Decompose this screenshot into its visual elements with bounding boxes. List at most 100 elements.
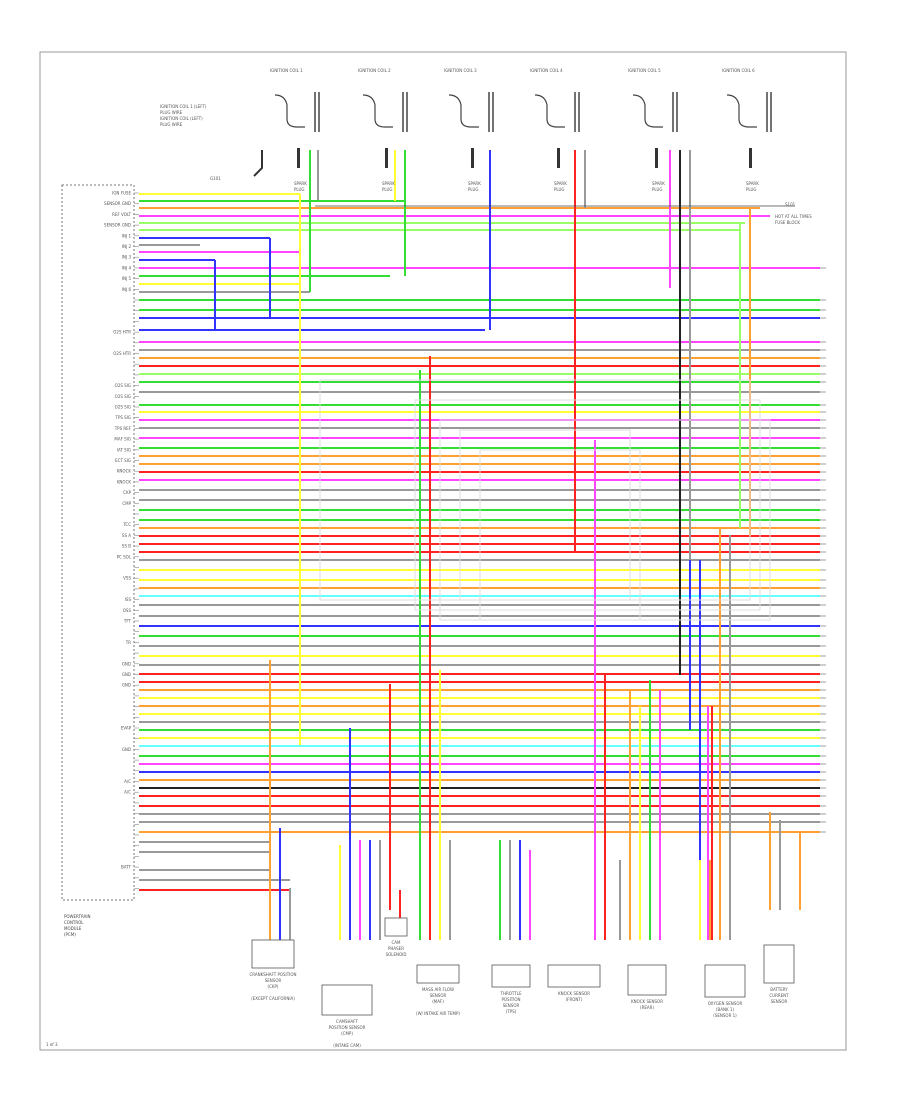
component-label: SENSOR	[430, 993, 447, 998]
ecu-pin-label: O2S SIG	[115, 383, 131, 388]
ecu-pin-label: ECT SIG	[115, 458, 131, 463]
ecu-pin-label: GND	[122, 683, 131, 688]
component-label: (REAR)	[640, 1005, 654, 1010]
ecu-pin-label: SENSOR GND	[104, 201, 131, 206]
component-label: (TPS)	[506, 1009, 517, 1014]
ecu-pin-label: REF VOLT	[112, 212, 131, 217]
ecu-pin-label: O2S SIG	[115, 405, 131, 410]
component-box	[491, 964, 531, 988]
coil-side-note-4: PLUG WIRE	[160, 122, 183, 127]
component-label: CAM	[392, 940, 402, 945]
spark-plug-label: PLUG	[652, 187, 662, 192]
component-label: (SENSOR 1)	[713, 1013, 737, 1018]
ecu-pin-label: KNOCK	[117, 479, 132, 484]
coil-title: IGNITION COIL 5	[628, 68, 661, 73]
component-label: CAMSHAFT	[336, 1019, 358, 1024]
coil-title: IGNITION COIL 4	[530, 68, 563, 73]
component-label: POSITION SENSOR	[329, 1025, 366, 1030]
ecu-pin-label: TFT	[123, 619, 132, 624]
spark-plug	[297, 148, 300, 168]
ecu-pin-label: IAT SIG	[117, 447, 131, 452]
ecu-pin-label: ISS	[125, 597, 132, 602]
ground-note: G101	[210, 176, 221, 181]
ecu-pin-label: A/C	[124, 790, 131, 795]
harness-trace	[459, 429, 631, 601]
diagram-border	[39, 51, 847, 1051]
coil-winding	[632, 94, 663, 128]
coil-winding	[534, 94, 565, 128]
component-label: PHASER	[388, 946, 404, 951]
spark-plug-label: PLUG	[382, 187, 392, 192]
ecu-title-4: (PCM)	[64, 932, 76, 937]
component-label: SOLENOID	[386, 952, 407, 957]
ecu-pin-label: TPS REF	[114, 426, 132, 431]
spark-plug-label: SPARK	[652, 181, 665, 186]
harness-trace	[479, 449, 641, 621]
component-label: CURRENT	[769, 993, 789, 998]
ecu-pin-label: SS B	[122, 544, 131, 549]
spark-plug	[385, 148, 388, 168]
ecu-pin-label: INJ 5	[122, 276, 132, 281]
ecu-box	[61, 184, 135, 901]
coil-title: IGNITION COIL 2	[358, 68, 391, 73]
ecu-pin-label: TPS SIG	[115, 415, 131, 420]
coil-winding	[448, 94, 479, 128]
ecu-pin-label: SENSOR GND	[104, 223, 131, 228]
ecu-pin-label: OSS	[123, 608, 132, 613]
spark-plug-label: PLUG	[294, 187, 304, 192]
ecu-pin-label: PC SOL	[117, 554, 132, 559]
ecu-pin-label: KNOCK	[117, 469, 132, 474]
spark-plug-label: SPARK	[382, 181, 395, 186]
ecu-pin-label: O2S HTR	[113, 330, 131, 335]
ground-strap	[253, 150, 263, 177]
ecu-title-3: MODULE	[64, 926, 82, 931]
component-box	[547, 964, 601, 988]
component-box	[251, 939, 295, 969]
sensor-component: OXYGEN SENSOR(BANK 1)(SENSOR 1)	[704, 964, 746, 1018]
spark-plug-label: SPARK	[468, 181, 481, 186]
spark-plug-label: PLUG	[746, 187, 756, 192]
top-right-note-1: HOT AT ALL TIMES	[775, 214, 812, 219]
component-label: MASS AIR FLOW	[422, 987, 454, 992]
ecu-pin-label: GND	[122, 747, 131, 752]
ecu-pin-label: VSS	[123, 576, 131, 581]
ecu-pin-label: GND	[122, 672, 131, 677]
spark-plug	[557, 148, 560, 168]
coil-winding	[362, 94, 393, 128]
ecu-pin-label: SS A	[122, 533, 131, 538]
ecu-pin-label: INJ 1	[122, 233, 132, 238]
harness-trace	[414, 399, 761, 611]
component-label: SENSOR	[503, 1003, 520, 1008]
coil-title: IGNITION COIL 6	[722, 68, 755, 73]
ecu-pin-label: CKP	[123, 490, 131, 495]
ecu-pin-label: A/C	[124, 779, 131, 784]
ecu-pin-label: TR	[125, 640, 131, 645]
component-box	[384, 917, 408, 937]
component-label: KNOCK SENSOR	[558, 991, 590, 996]
ecu-title-2: CONTROL	[64, 920, 84, 925]
component-label: (MAF)	[432, 999, 444, 1004]
ecu-pin-label: O2S SIG	[115, 394, 131, 399]
ecu-pin-label: INJ 6	[122, 287, 132, 292]
component-label: (W/ INTAKE AIR TEMP)	[416, 1011, 460, 1016]
component-label: (BANK 1)	[716, 1007, 734, 1012]
coil-title: IGNITION COIL 3	[444, 68, 477, 73]
component-label: SENSOR	[265, 978, 282, 983]
component-box	[627, 964, 667, 996]
component-box	[704, 964, 746, 998]
spark-plug-label: PLUG	[468, 187, 478, 192]
spark-plug-label: PLUG	[554, 187, 564, 192]
component-label: (EXCEPT CALIFORNIA)	[251, 996, 295, 1001]
component-label: SENSOR	[771, 999, 788, 1004]
ecu-pin-label: INJ 3	[122, 255, 132, 260]
